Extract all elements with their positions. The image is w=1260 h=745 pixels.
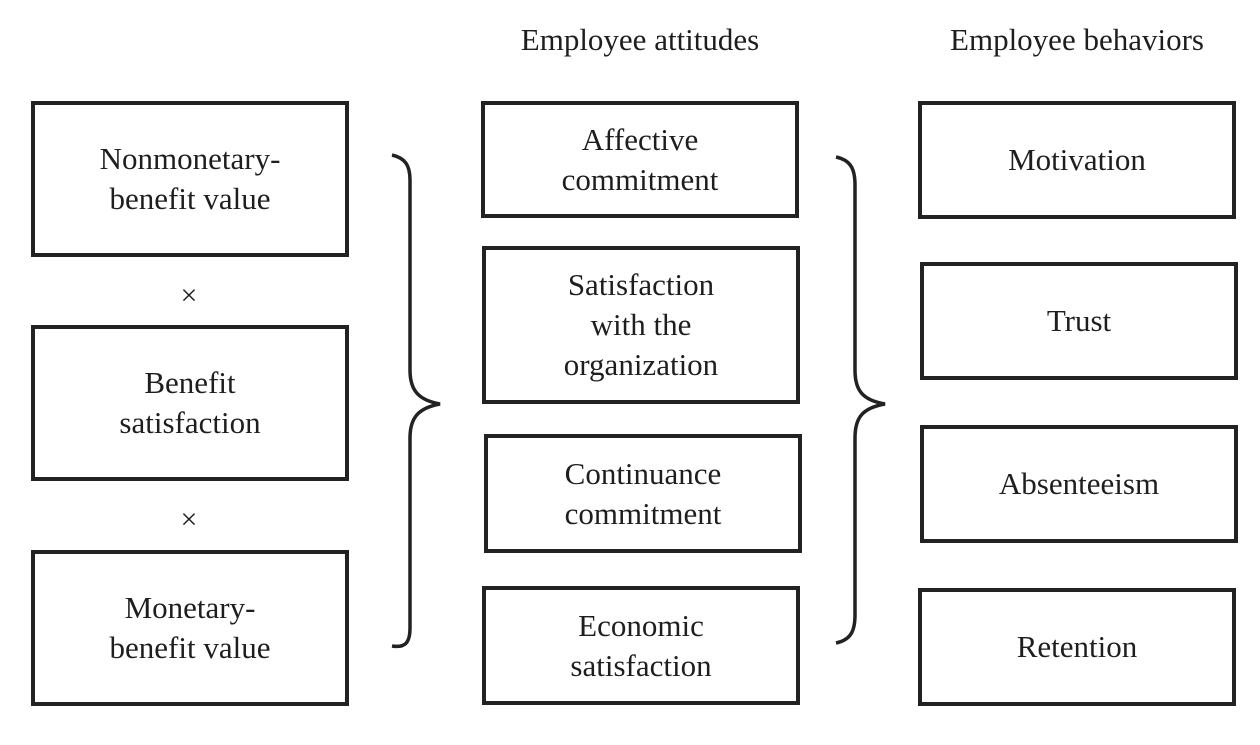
box-label: Nonmonetary- benefit value — [99, 141, 281, 216]
middle-brace-icon — [835, 155, 886, 645]
box-retention: Retention — [918, 588, 1236, 706]
header-employee-behaviors: Employee behaviors — [950, 22, 1204, 57]
box-label: Continuance commitment — [564, 455, 722, 531]
box-label: Trust — [1046, 303, 1112, 338]
box-label: Benefit satisfaction — [119, 365, 261, 440]
multiply-operator: × — [180, 503, 198, 536]
box-continuance-commitment: Continuance commitment — [484, 434, 802, 553]
multiply-operator: × — [180, 279, 198, 312]
box-affective-commitment: Affective commitment — [481, 101, 799, 218]
box-nonmonetary-benefit-value: Nonmonetary- benefit value — [31, 101, 349, 257]
box-motivation: Motivation — [918, 101, 1236, 219]
box-label: Absenteeism — [998, 466, 1160, 501]
box-trust: Trust — [920, 262, 1238, 380]
box-monetary-benefit-value: Monetary- benefit value — [31, 550, 349, 706]
box-benefit-satisfaction: Benefit satisfaction — [31, 325, 349, 481]
box-label: Affective commitment — [561, 121, 719, 197]
box-label: Monetary- benefit value — [109, 590, 271, 665]
box-label: Motivation — [1008, 142, 1146, 177]
box-label: Satisfaction with the organization — [563, 267, 719, 382]
box-label: Retention — [1016, 629, 1138, 664]
box-satisfaction-with-organization: Satisfaction with the organization — [482, 246, 800, 404]
left-brace-icon — [391, 153, 441, 649]
box-absenteeism: Absenteeism — [920, 425, 1238, 543]
box-economic-satisfaction: Economic satisfaction — [482, 586, 800, 705]
header-employee-attitudes: Employee attitudes — [520, 22, 760, 57]
box-label: Economic satisfaction — [570, 607, 712, 683]
